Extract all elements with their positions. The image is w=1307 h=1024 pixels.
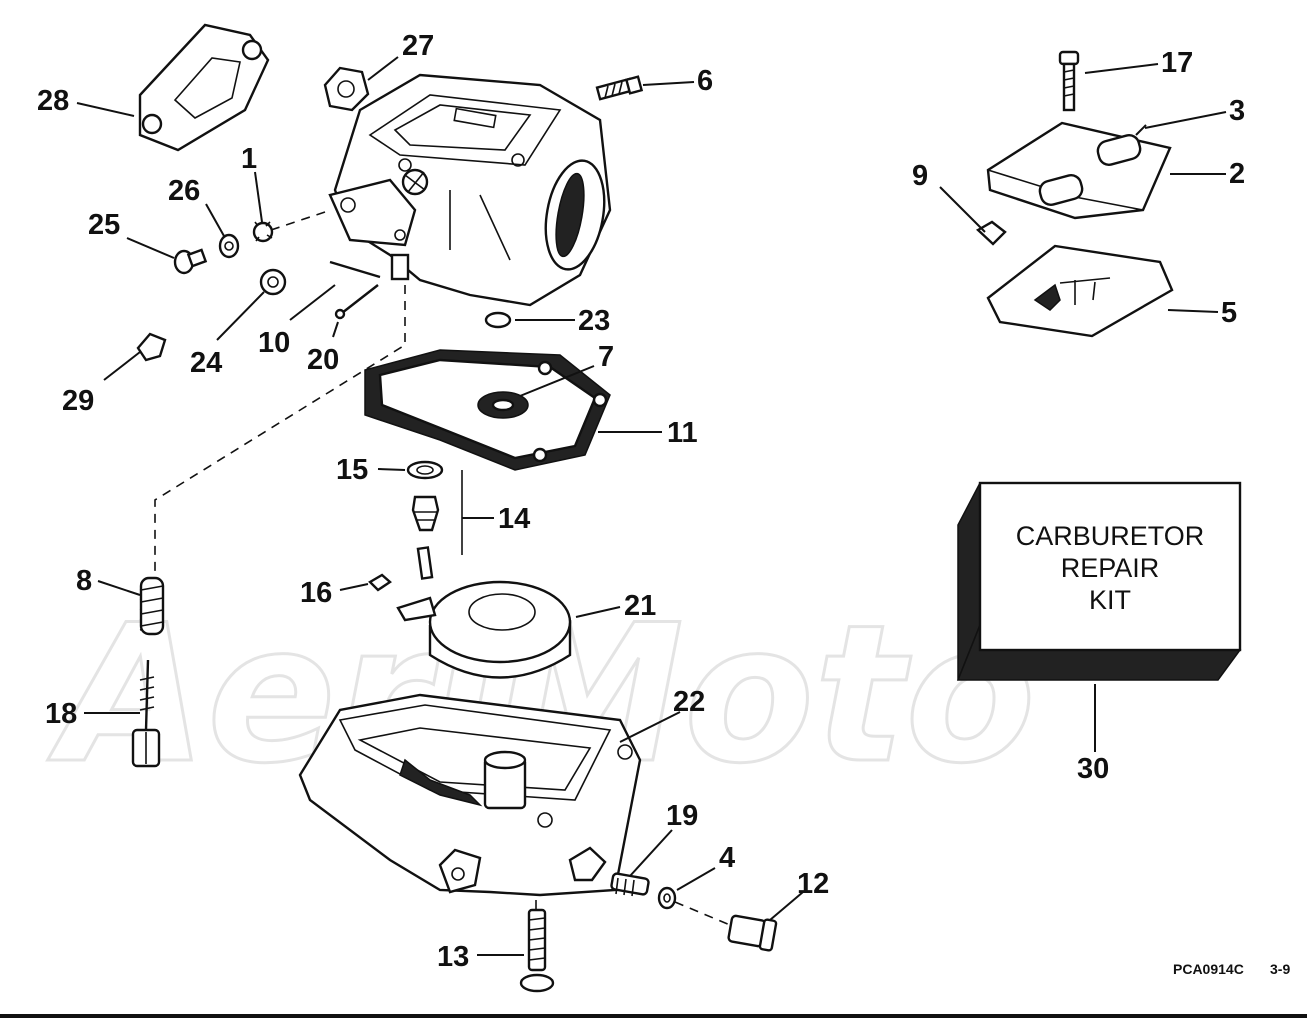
callout-3: 3 xyxy=(1229,95,1245,127)
pump-cover-part xyxy=(975,50,1172,246)
page-reference: 3-9 xyxy=(1270,961,1290,977)
callout-7: 7 xyxy=(598,341,614,373)
callout-18: 18 xyxy=(45,698,77,730)
callout-10: 10 xyxy=(258,327,290,359)
callout-27: 27 xyxy=(402,30,434,62)
float-part xyxy=(396,580,572,679)
o-ring-part xyxy=(484,311,512,329)
callout-15: 15 xyxy=(336,454,368,486)
gasket-diaphragm-part xyxy=(364,349,611,471)
callout-24: 24 xyxy=(190,347,222,379)
callout-9: 9 xyxy=(912,160,928,192)
callout-2: 2 xyxy=(1229,158,1245,190)
callout-29: 29 xyxy=(62,385,94,417)
bottom-rule xyxy=(0,1014,1307,1018)
leader-lines xyxy=(76,56,1227,956)
callout-14: 14 xyxy=(498,503,530,535)
repair-kit-box: CARBURETOR REPAIR KIT xyxy=(956,481,1242,681)
callout-6: 6 xyxy=(697,65,713,97)
inlet-needle-part xyxy=(368,460,463,592)
callout-20: 20 xyxy=(307,344,339,376)
kit-label-line3: KIT xyxy=(1089,585,1131,615)
kit-label-line1: CARBURETOR xyxy=(1016,521,1205,551)
small-hardware-parts xyxy=(136,221,381,362)
kit-label-line2: REPAIR xyxy=(1061,553,1160,583)
idle-screw-part xyxy=(595,75,644,101)
callout-5: 5 xyxy=(1221,297,1237,329)
callout-28: 28 xyxy=(37,85,69,117)
pump-diaphragm-part xyxy=(986,244,1174,338)
carburetor-body-part xyxy=(328,73,612,307)
callout-12: 12 xyxy=(797,868,829,900)
callout-4: 4 xyxy=(719,842,735,874)
drawing-code: PCA0914C xyxy=(1173,961,1244,977)
callout-11: 11 xyxy=(667,417,698,449)
assembly-dashed-lines xyxy=(154,211,731,926)
callout-16: 16 xyxy=(300,577,332,609)
callout-17: 17 xyxy=(1161,47,1193,79)
callout-30: 30 xyxy=(1077,753,1109,785)
float-bowl-part xyxy=(298,693,642,897)
callout-labels: 28 1 26 25 24 10 20 29 27 6 23 7 11 15 1… xyxy=(37,30,1245,973)
callout-26: 26 xyxy=(168,175,200,207)
flange-gasket-part xyxy=(138,23,270,152)
callout-21: 21 xyxy=(624,590,656,622)
callout-19: 19 xyxy=(666,800,698,832)
callout-13: 13 xyxy=(437,941,469,973)
callout-8: 8 xyxy=(76,565,92,597)
callout-22: 22 xyxy=(673,686,705,718)
callout-25: 25 xyxy=(88,209,120,241)
callout-23: 23 xyxy=(578,305,610,337)
nut-part xyxy=(323,66,370,112)
mixture-screw-part xyxy=(131,576,165,768)
bowl-hardware-parts xyxy=(519,872,778,993)
callout-1: 1 xyxy=(241,143,257,175)
